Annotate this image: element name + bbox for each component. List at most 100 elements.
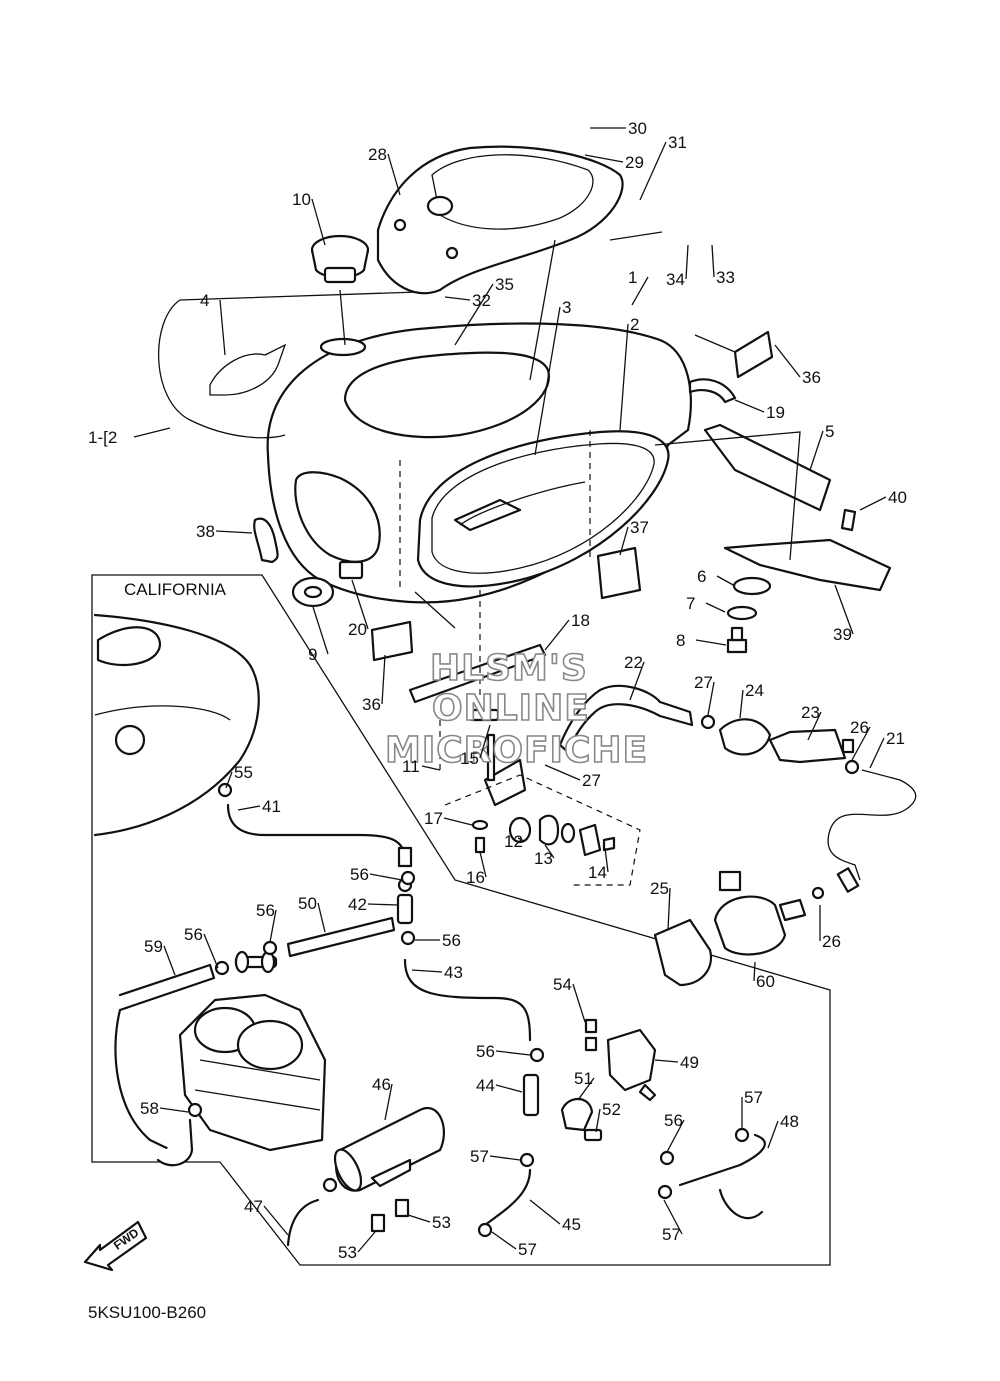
tank-damper: [338, 560, 364, 580]
hose-45: [483, 1168, 532, 1227]
callout-35: 35: [495, 275, 514, 294]
callout-58: 58: [140, 1099, 159, 1118]
part-code: 5KSU100-B260: [88, 1303, 206, 1322]
callout-60: 60: [756, 972, 775, 991]
hose-end-21: [836, 867, 860, 893]
callout-44: 44: [476, 1076, 495, 1095]
callout-2: 2: [630, 315, 639, 334]
fuel-filter: [768, 728, 855, 764]
callout-4: 4: [200, 291, 209, 310]
callout-48: 48: [780, 1112, 799, 1131]
check-valve-44: [522, 1073, 540, 1117]
leader-41: [237, 805, 261, 811]
leader-21: [869, 737, 885, 769]
callout-33: 33: [716, 268, 735, 287]
leader-46: [384, 1083, 393, 1121]
watermark-line-3: MICROFICHE: [385, 730, 648, 771]
callout-56: 56: [476, 1042, 495, 1061]
leader-17: [443, 817, 473, 826]
callout-7: 7: [686, 594, 695, 613]
leader-57: [663, 1199, 683, 1235]
hose-47: [286, 1198, 320, 1247]
callout-1: 1: [628, 268, 637, 287]
leader-7: [705, 602, 726, 613]
callout-55: 55: [234, 763, 253, 782]
leader-56: [203, 933, 219, 969]
callout-3: 3: [562, 298, 571, 317]
hose-end-41: [397, 846, 413, 868]
hose-43: [403, 958, 532, 1042]
leader-33: [711, 244, 715, 278]
callout-38: 38: [196, 522, 215, 541]
leader-8: [695, 639, 727, 646]
bolt-53a: [370, 1213, 386, 1233]
leader-11: [421, 765, 441, 771]
leader-45: [529, 1199, 561, 1225]
callout-30: 30: [628, 119, 647, 138]
callout-29: 29: [625, 153, 644, 172]
callout-56: 56: [256, 901, 275, 920]
leader-20: [351, 579, 369, 630]
leader-52: [595, 1108, 601, 1133]
leader-34: [685, 244, 689, 280]
callout-6: 6: [697, 567, 706, 586]
callout-36: 36: [802, 368, 821, 387]
callout-46: 46: [372, 1075, 391, 1094]
callout-39: 39: [833, 625, 852, 644]
leader-53: [407, 1214, 431, 1223]
leader-47: [263, 1205, 289, 1236]
callout-32: 32: [472, 291, 491, 310]
callout-43: 43: [444, 963, 463, 982]
leader-9: [312, 606, 329, 655]
callout-12: 12: [504, 832, 523, 851]
fuel-pump: [713, 870, 825, 956]
pump-bracket: [653, 918, 713, 987]
leader-16: [479, 851, 487, 878]
callout-8: 8: [676, 631, 685, 650]
label-sticker: [733, 330, 774, 379]
callout-53: 53: [432, 1213, 451, 1232]
fuel-cock-assembly: [444, 708, 641, 886]
mount-hardware: [726, 576, 772, 654]
hose-clamp-26: [844, 759, 860, 775]
callout-14: 14: [588, 863, 607, 882]
screw-54b: [584, 1036, 598, 1052]
callout-47: 47: [244, 1197, 263, 1216]
leader-55: [225, 771, 233, 789]
pipe-42-joint: [234, 950, 278, 974]
screw-52: [583, 1128, 603, 1142]
fuel-tank-cap-24: [718, 718, 772, 756]
callout-52: 52: [602, 1100, 621, 1119]
callout-50: 50: [298, 894, 317, 913]
leader-53: [357, 1231, 376, 1253]
leader-37: [619, 526, 629, 556]
callout-24: 24: [745, 681, 764, 700]
leader-19: [734, 399, 765, 413]
leader-27: [707, 681, 715, 716]
carburetor-assembly: [178, 993, 327, 1152]
leader-24: [739, 689, 744, 719]
tank-bracket: [703, 423, 892, 592]
leader-38: [215, 530, 253, 534]
tank-cap-plug: [291, 576, 335, 608]
forward-arrow-icon: FWD: [83, 1220, 148, 1272]
leader-5: [809, 430, 824, 471]
callout-59: 59: [144, 937, 163, 956]
callout-26: 26: [822, 932, 841, 951]
leader-2: [619, 323, 629, 431]
fuel-tank: [266, 322, 692, 604]
leader-48: [767, 1120, 779, 1149]
leader-27: [544, 764, 581, 781]
clip-55: [217, 782, 233, 798]
callout-56: 56: [664, 1111, 683, 1130]
damper-sheet: [596, 546, 642, 600]
leader-29: [584, 154, 624, 163]
callout-42: 42: [348, 895, 367, 914]
callout-11: 11: [402, 757, 420, 776]
hose-50: [286, 916, 396, 958]
california-tank-view: [93, 613, 260, 837]
hose-48: [678, 1133, 766, 1220]
callout-20: 20: [348, 620, 367, 639]
bolt-53b: [394, 1198, 410, 1218]
